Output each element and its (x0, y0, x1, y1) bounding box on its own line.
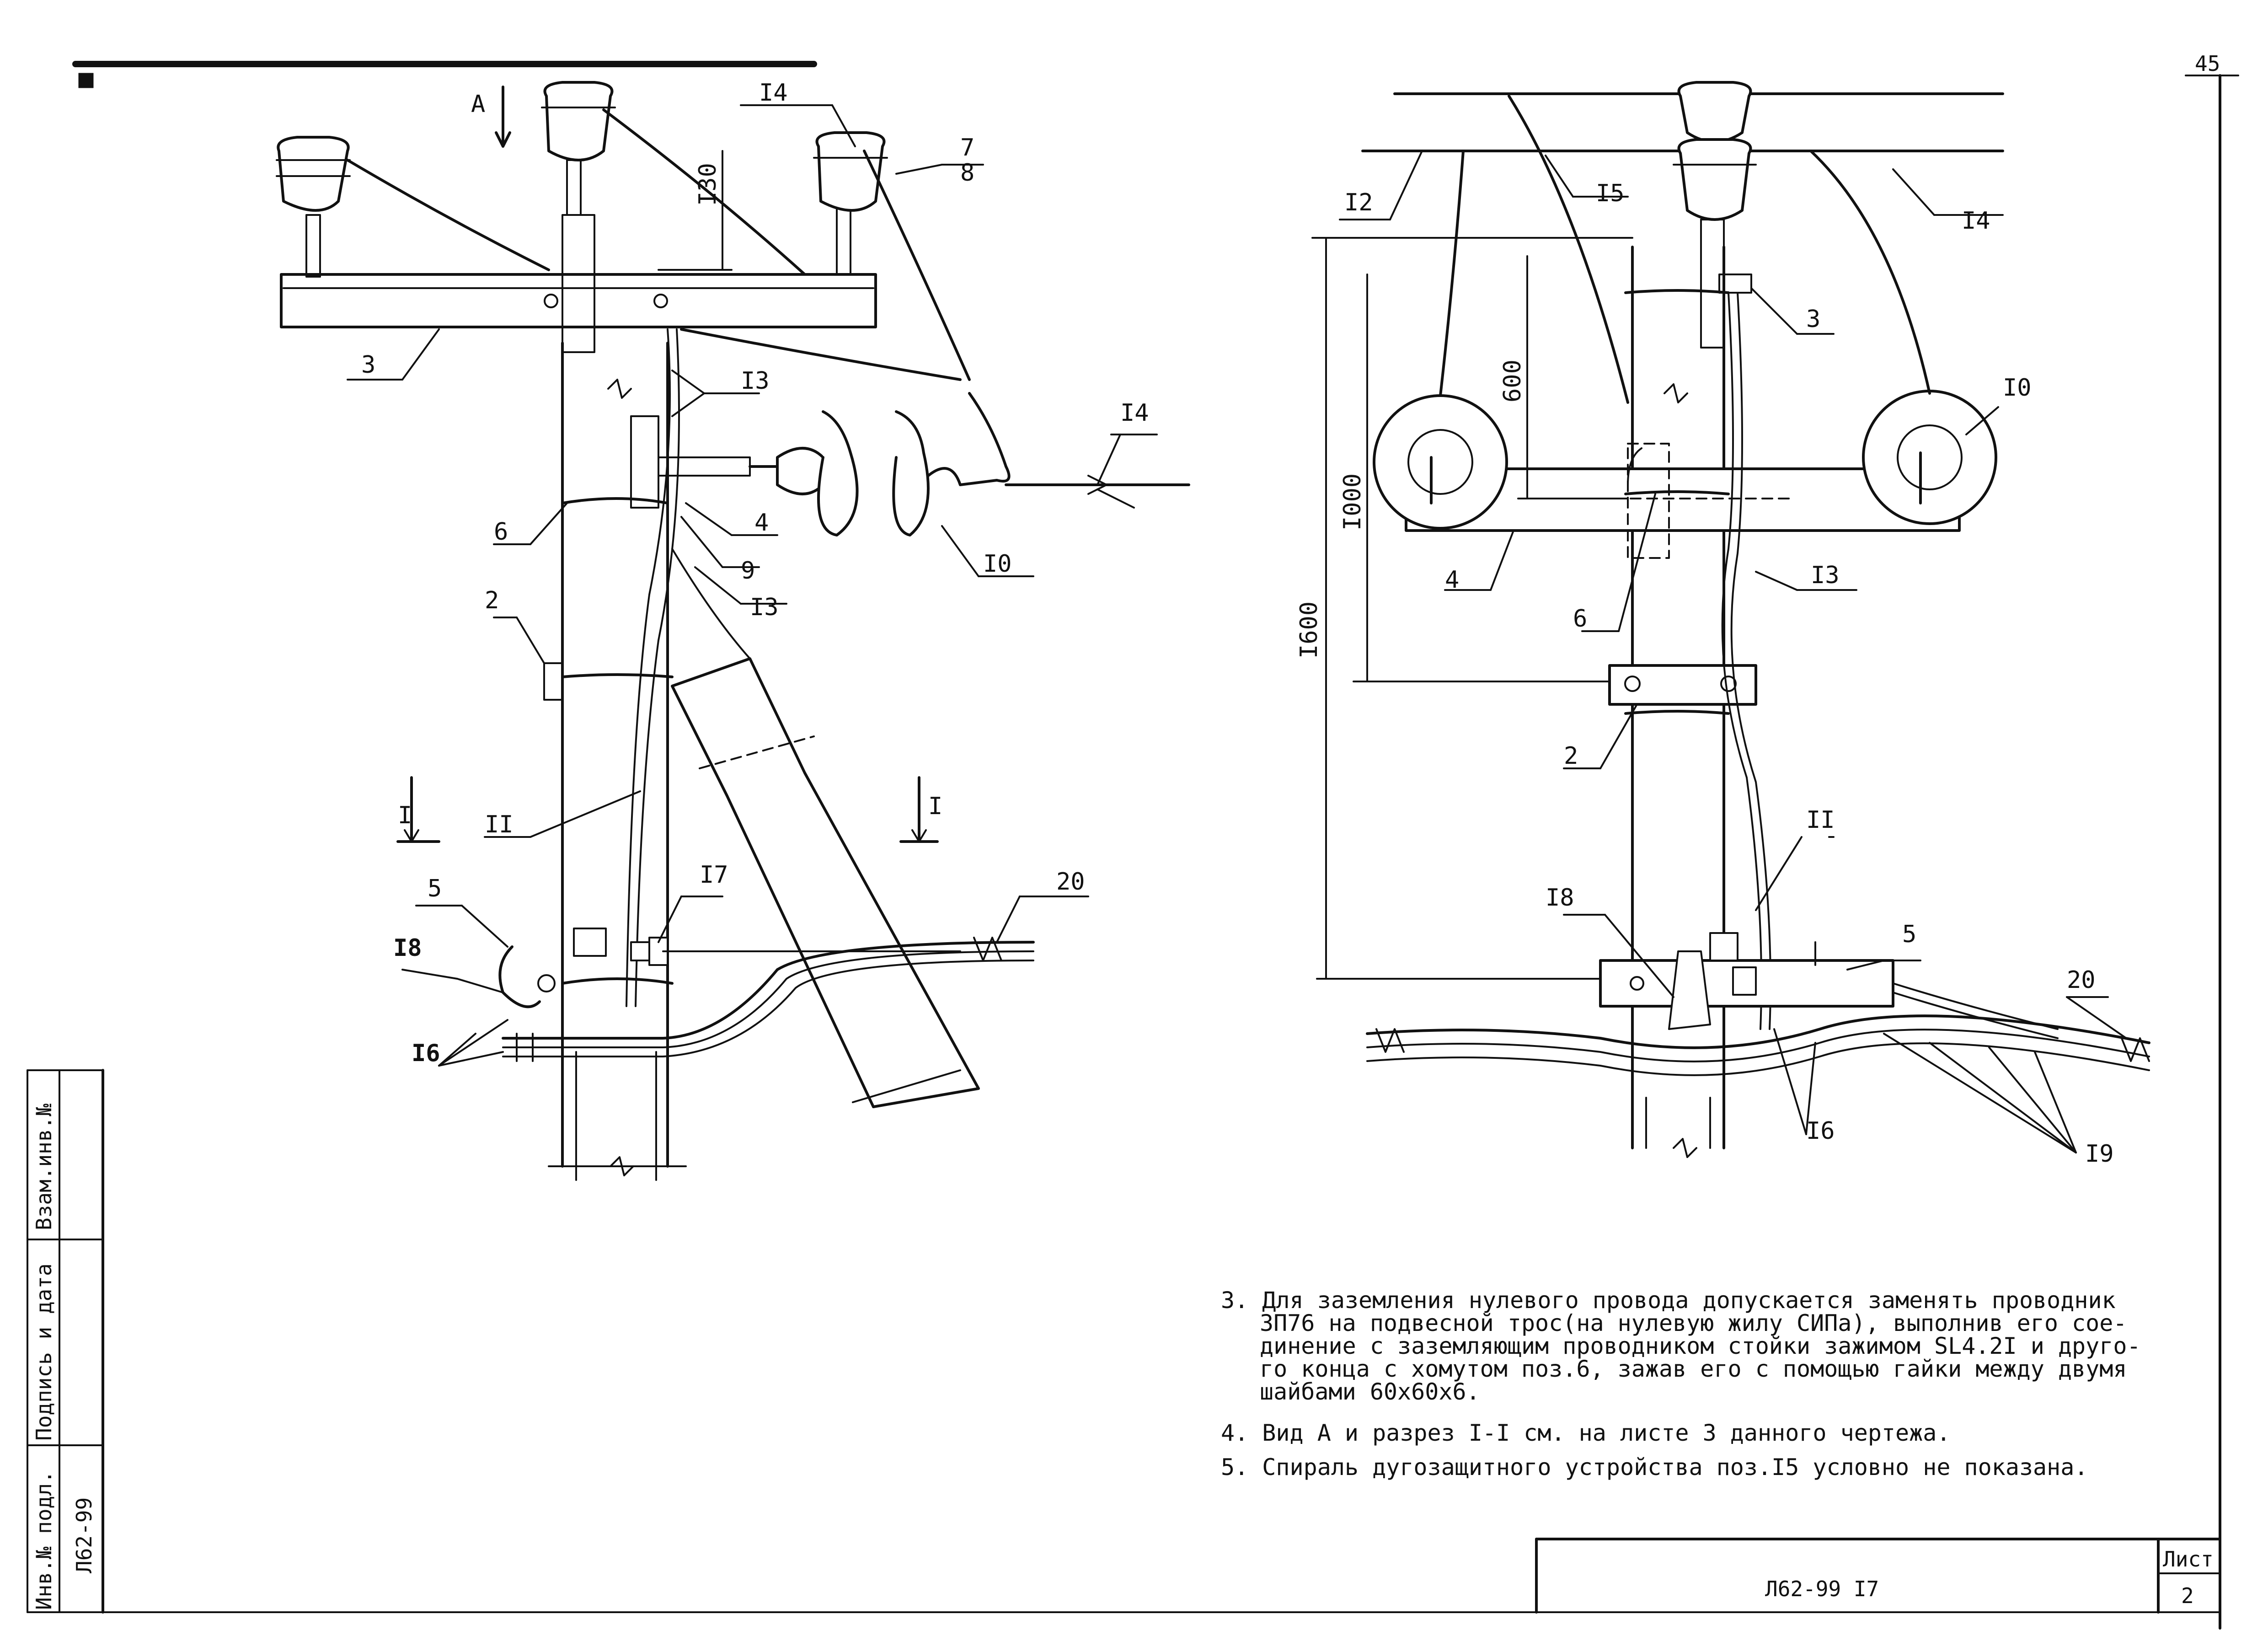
right-dim-1000: I000 (1339, 473, 1366, 531)
left-callout-13a: I3 (741, 367, 770, 395)
right-dim-1600: I600 (1295, 601, 1323, 659)
left-callout-20: 20 (1056, 868, 1085, 896)
left-callout-7: 7 (960, 134, 974, 161)
page-number: 45 (2195, 51, 2220, 76)
title-code: Л62-99 I7 (1765, 1577, 1879, 1601)
note-line: го конца с хомутом поз.6, зажав его с по… (1260, 1356, 2127, 1382)
right-callout-19: I9 (2085, 1140, 2114, 1168)
right-view (1311, 81, 2150, 1158)
right-callout-4: 4 (1445, 566, 1459, 594)
right-callout-13: I3 (1811, 562, 1840, 589)
left-callout-4: 4 (754, 509, 769, 536)
left-section-mark-left: I (398, 802, 412, 829)
left-callout-14b: I4 (1120, 399, 1149, 427)
sheet-label: Лист (2163, 1547, 2214, 1572)
note-line: 4. Вид А и разрез I-I см. на листе 3 дан… (1221, 1420, 1950, 1446)
right-dim-600: 600 (1499, 359, 1526, 402)
side-stamp: Взам.инв.№ Подпись и дата Инв.№ подл. Л6… (32, 1104, 96, 1610)
right-callout-16: I6 (1806, 1117, 1835, 1145)
stamp-vzam-label: Взам.инв.№ (32, 1104, 56, 1230)
title-block: Л62-99 I7 Лист 2 (1765, 1547, 2214, 1608)
left-callout-8: 8 (960, 159, 974, 187)
sheet-frame (27, 61, 2239, 1630)
right-callout-3: 3 (1806, 306, 1820, 333)
right-callout-18: I8 (1546, 884, 1574, 912)
left-callout-13b: I3 (750, 594, 779, 621)
view-a-label: A (471, 91, 485, 118)
left-callout-3: 3 (361, 351, 375, 379)
note-line: шайбами 60х60х6. (1260, 1378, 1480, 1405)
left-callout-5: 5 (428, 875, 442, 902)
left-section-mark-right: I (928, 793, 942, 820)
left-view (276, 81, 1190, 1181)
left-callout-11: II (485, 811, 514, 838)
note-line: динение с заземляющим проводником стойки… (1260, 1333, 2141, 1359)
left-callout-10: I0 (983, 550, 1012, 578)
sheet-number: 2 (2181, 1583, 2194, 1608)
left-callout-2: 2 (485, 587, 499, 614)
right-callout-12: I2 (1344, 189, 1373, 216)
left-callout-14: I4 (759, 79, 788, 107)
left-view-labels: A I4 7 8 3 I3 I4 6 4 9 I3 I0 2 II 5 I7 2… (361, 79, 1149, 1067)
stamp-doc-code: Л62-99 (72, 1497, 96, 1573)
left-callout-16: I6 (412, 1040, 440, 1067)
right-callout-11: II (1806, 806, 1835, 834)
right-callout-14: I4 (1962, 207, 1990, 235)
left-callout-9: 9 (741, 557, 755, 585)
note-line: ЗП76 на подвесной трос(на нулевую жилу С… (1260, 1310, 2127, 1336)
right-callout-6: 6 (1573, 605, 1587, 633)
right-callout-20: 20 (2067, 966, 2096, 994)
left-callout-18: I8 (393, 934, 422, 962)
stamp-inv-podl-label: Инв.№ подл. (32, 1470, 56, 1610)
left-callout-6: 6 (494, 518, 508, 546)
left-dim-130: I30 (694, 163, 722, 206)
notes-block: 3. Для заземления нулевого провода допус… (1221, 1287, 2141, 1480)
right-callout-15: I5 (1596, 180, 1625, 207)
right-callout-10: I0 (2003, 374, 2032, 402)
note-line: 3. Для заземления нулевого провода допус… (1221, 1287, 2116, 1314)
right-view-labels: I2 I5 I4 3 I0 I3 4 6 2 II I8 5 20 I6 I9 … (1295, 180, 2114, 1168)
right-callout-2: 2 (1564, 742, 1578, 770)
stamp-podpis-label: Подпись и дата (32, 1263, 56, 1441)
left-callout-17: I7 (700, 861, 728, 889)
note-line: 5. Спираль дугозащитного устройства поз.… (1221, 1454, 2088, 1480)
right-callout-5: 5 (1902, 921, 1916, 948)
